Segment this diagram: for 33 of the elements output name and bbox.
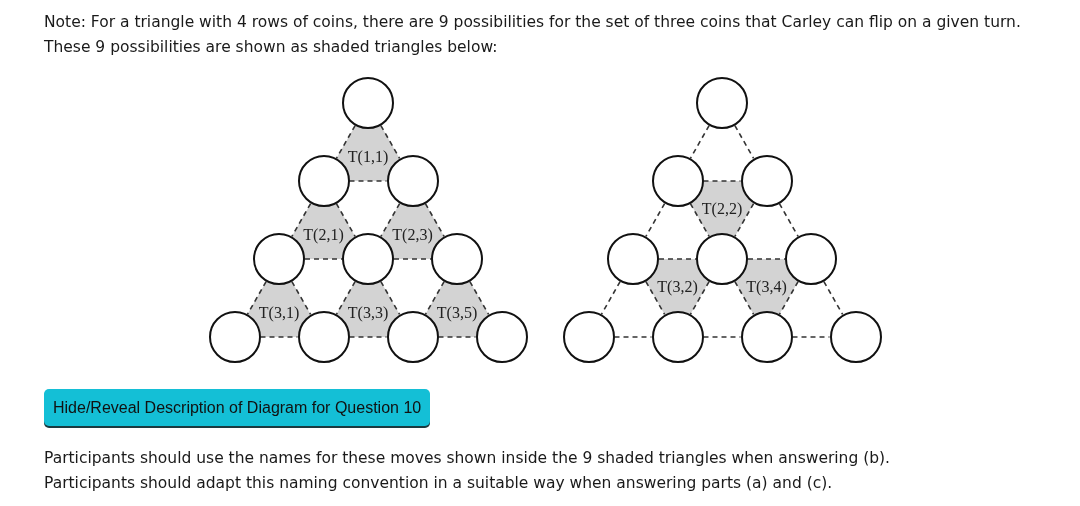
coin [696,77,748,129]
coin [607,233,659,285]
coin [829,311,882,363]
coin [475,311,528,363]
coin [740,311,793,363]
coin [208,311,261,363]
triangle-label: T(2,1) [303,226,344,244]
instruction-text: Participants should adapt this naming convention in a suitable way when answering parts (a) and (c). [44,473,833,494]
coin [297,311,350,363]
coin [431,233,483,285]
coin [386,155,439,207]
triangle-label: T(3,5) [436,304,478,322]
coin [342,77,394,129]
triangle-label: T(2,3) [392,226,433,244]
triangle-label: T(3,2) [657,278,698,296]
triangle-label: T(2,2) [701,200,743,218]
coin [342,233,394,285]
triangle-label: T(3,3) [347,304,389,322]
triangle-label: T(1,1) [347,148,389,166]
note-text: Note: For a triangle with 4 rows of coins, there are 9 possibilities for the set of three coins that Carley can flip on a given turn. These 9 possibilities are shown as shaded triangles below: [44,12,1022,58]
coin [740,155,793,207]
instruction-text: Participants should use the names for these moves shown inside the 9 shaded triangles when answering (b). [44,448,891,469]
coin [297,155,350,207]
triangle-label: T(3,1) [258,304,300,322]
triangle-label: T(3,4) [746,278,787,296]
coin [386,311,439,363]
coin [253,233,305,285]
coin [785,233,837,285]
coin [651,155,704,207]
coin [651,311,704,363]
coin [562,311,615,363]
coin [696,233,748,285]
toggle-description-button: Hide/Reveal Description of Diagram for Question 10 [44,389,431,426]
